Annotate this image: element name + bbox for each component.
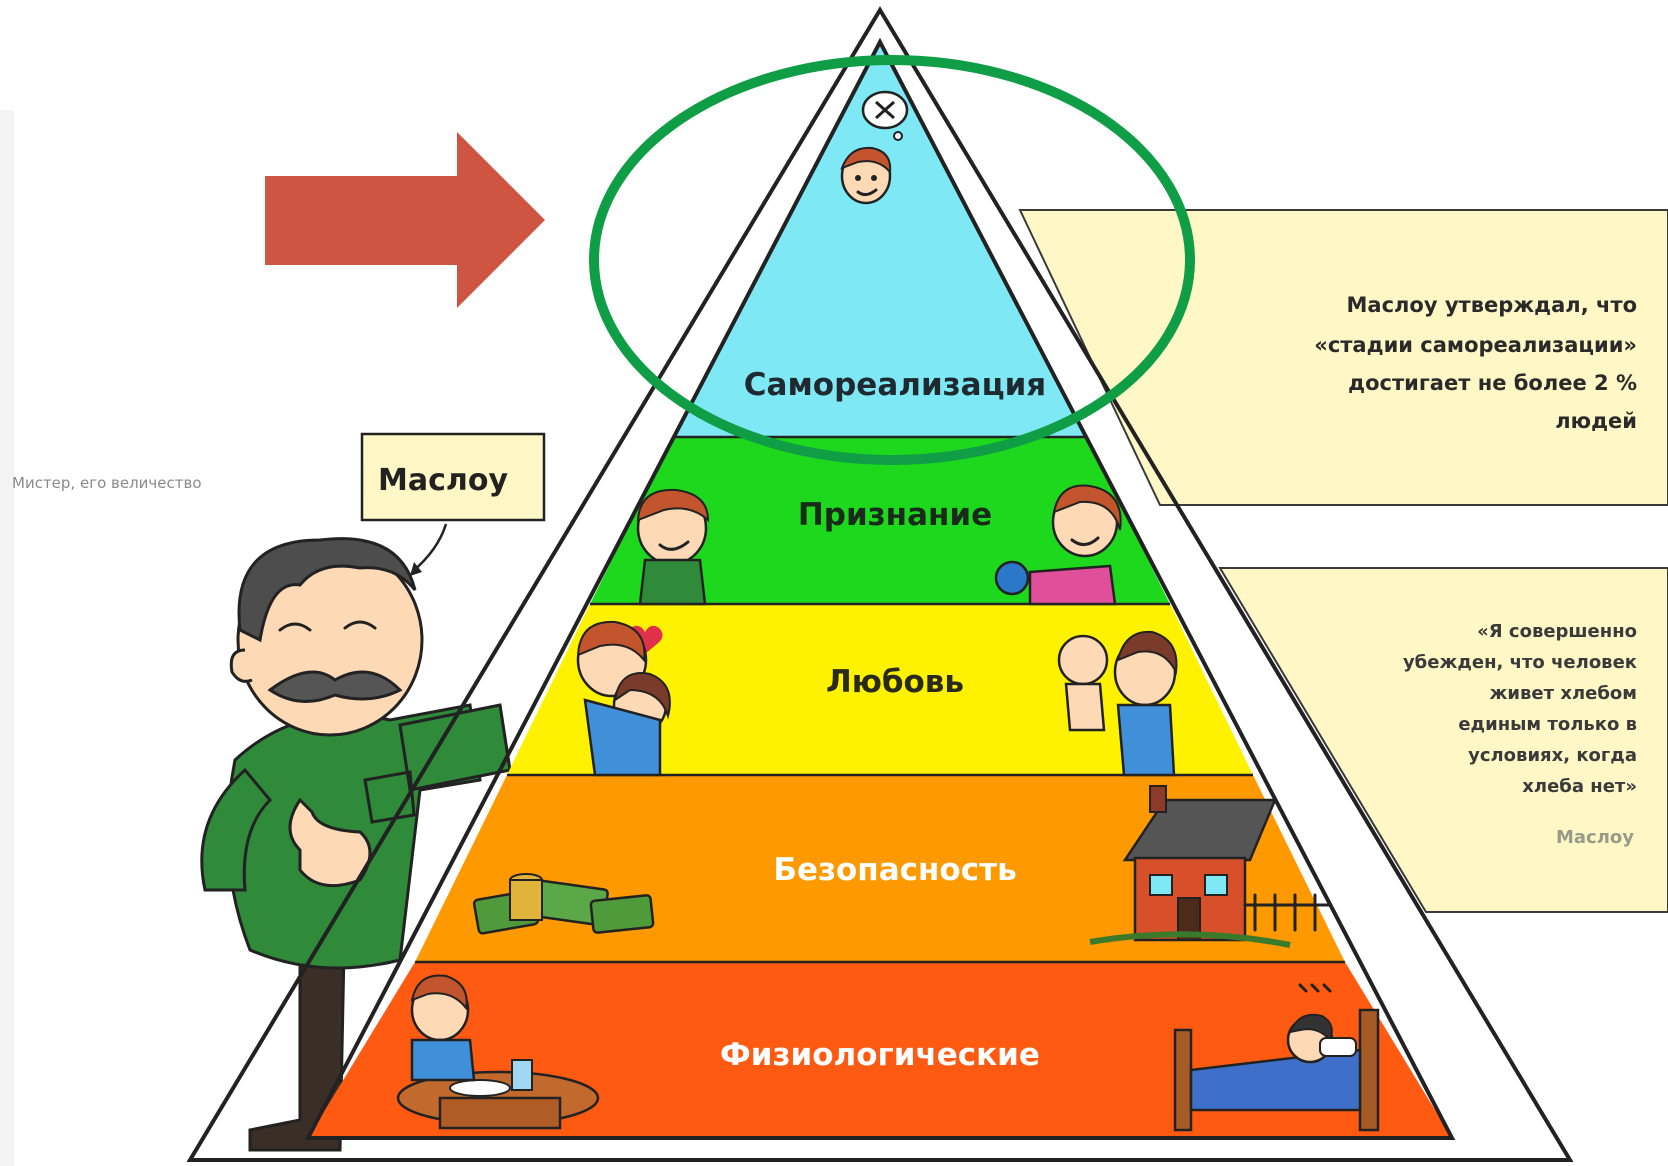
note-top-line-4: людей	[1555, 409, 1637, 433]
maslow-caption: Мистер, его величество	[12, 474, 202, 492]
tier-label-self-actualization: Самореализация	[744, 367, 1046, 403]
tier-self-actualization	[673, 42, 1087, 437]
note-bottom-line-3: живет хлебом	[1490, 683, 1637, 704]
bed-icon	[1173, 983, 1380, 1132]
note-bottom-line-4: единым только в	[1458, 714, 1637, 735]
tier-label-safety: Безопасность	[773, 852, 1016, 888]
highlight-circle	[589, 55, 1195, 465]
thought-bubble-icon	[861, 90, 909, 141]
note-top-line-3: достигает не более 2 %	[1348, 371, 1637, 395]
note-box-bottom: «Я совершенно убежден, что человек живет…	[1218, 567, 1668, 913]
note-top-line-1: Маслоу утверждал, что	[1347, 293, 1637, 317]
maslow-name-tag: Маслоу	[360, 432, 546, 522]
note-bottom-line-5: условиях, когда	[1468, 745, 1637, 766]
pointer-arrow-icon	[410, 523, 448, 576]
tier-label-esteem: Признание	[798, 497, 992, 533]
left-margin-strip	[0, 110, 14, 1166]
tier-esteem	[590, 437, 1170, 604]
maslow-character	[200, 537, 512, 1152]
note-bottom-line-2: убежден, что человек	[1403, 652, 1637, 673]
note-bottom-line-1: «Я совершенно	[1477, 621, 1637, 642]
maslow-name: Маслоу	[378, 463, 508, 498]
arrow-right-icon	[265, 132, 545, 308]
family-hug	[576, 620, 671, 777]
note-bottom-line-6: хлеба нет»	[1522, 776, 1637, 797]
table-food-icon	[396, 974, 600, 1130]
kid-left-esteem	[636, 488, 710, 606]
note-box-top: Маслоу утверждал, что «стадии самореализ…	[1018, 209, 1668, 506]
tier-label-love: Любовь	[826, 664, 964, 700]
house-icon	[1089, 785, 1332, 948]
parent-with-baby	[1057, 630, 1178, 777]
note-bottom-author: Маслоу	[1556, 827, 1634, 848]
kid-right-esteem	[994, 484, 1122, 606]
tier-label-physiological: Физиологические	[720, 1037, 1040, 1073]
note-top-line-2: «стадии самореализации»	[1314, 333, 1637, 357]
money-icon	[472, 873, 655, 935]
kid-thinking	[840, 146, 892, 205]
